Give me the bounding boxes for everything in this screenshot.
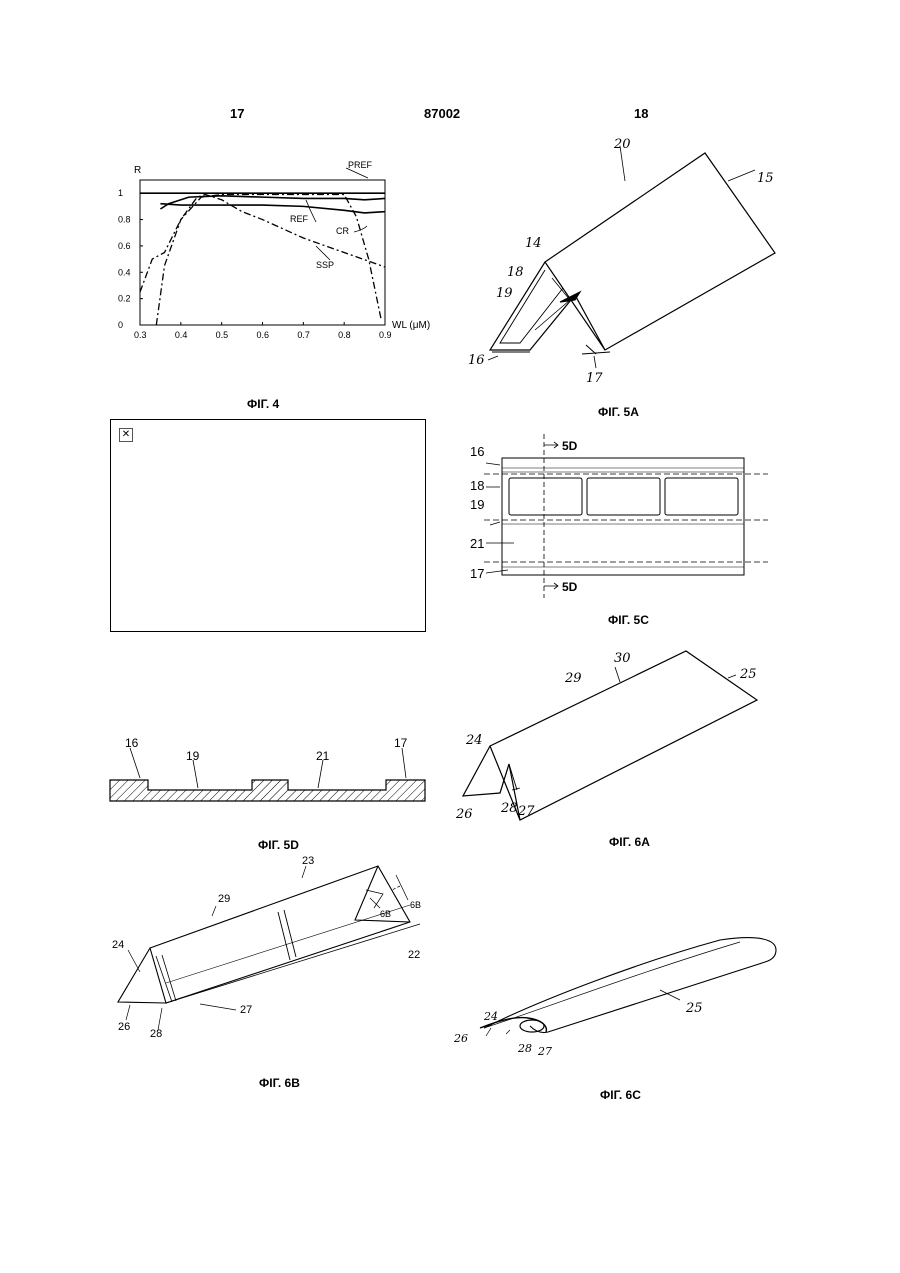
fig6c-label: 24 <box>483 1010 498 1023</box>
fig6c-label: 26 <box>453 1032 468 1045</box>
fig6c-caption: ФІГ. 6C <box>600 1088 641 1102</box>
fig6c-label: 28 <box>517 1042 532 1055</box>
fig6c-label: 25 <box>685 1001 703 1016</box>
fig6c-label: 27 <box>537 1045 552 1058</box>
